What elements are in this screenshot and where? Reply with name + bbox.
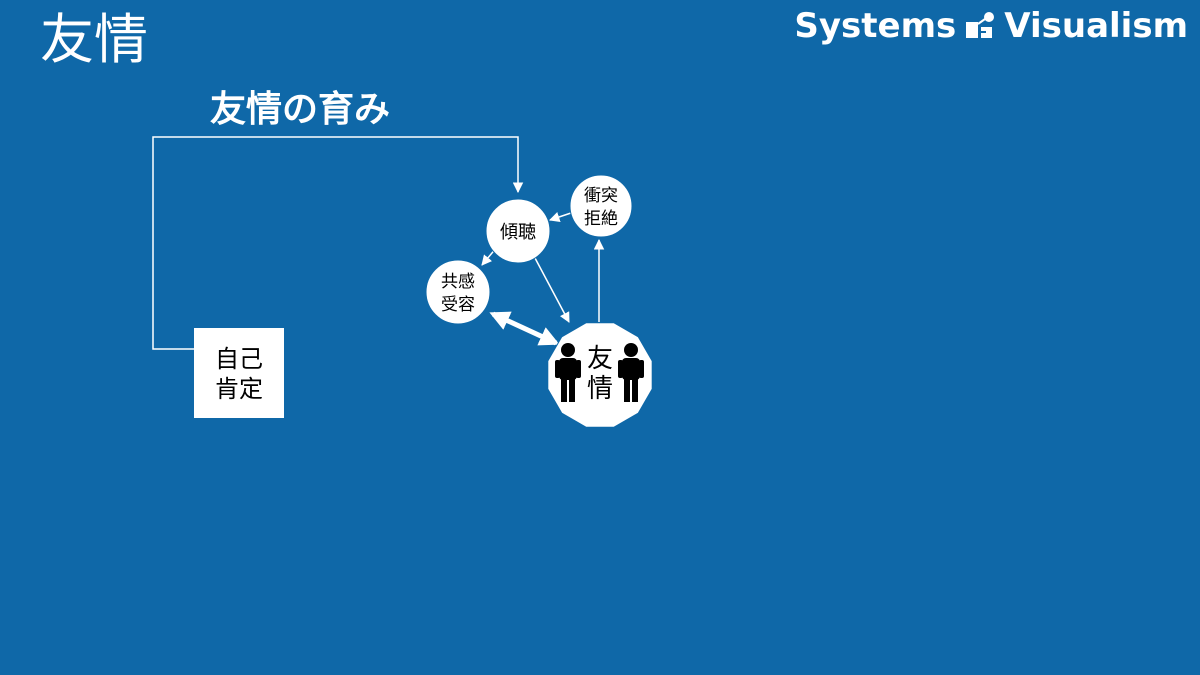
node-empathy-line2: 受容 (441, 295, 475, 315)
arrow-listening-to-friendship (534, 257, 570, 323)
diagram-subtitle: 友情の育み (210, 89, 391, 130)
node-listening-label: 傾聴 (500, 222, 536, 243)
brand-name-right: Visualism (1004, 6, 1188, 46)
page-title: 友情 (40, 8, 148, 71)
node-conflict-line2: 拒絶 (584, 209, 618, 229)
node-self-affirmation-line1: 自己 (215, 345, 263, 373)
node-empathy-line1: 共感 (441, 272, 475, 292)
node-friendship: 友 情 (547, 322, 653, 428)
node-friendship-line2: 情 (587, 374, 613, 404)
node-empathy: 共感 受容 (425, 259, 491, 325)
arrow-empathy-friendship-bidirectional (489, 311, 560, 346)
node-self-affirmation: 自己 肯定 (194, 328, 284, 418)
arrow-self-affirmation-to-listening (152, 136, 524, 350)
node-self-affirmation-line2: 肯定 (215, 375, 263, 403)
person-left-icon (555, 343, 581, 402)
node-friendship-line1: 友 (587, 344, 613, 374)
person-right-icon (618, 343, 644, 402)
systems-visualism-logo-icon (966, 12, 995, 38)
node-conflict-line1: 衝突 (584, 186, 618, 206)
arrow-conflict-to-listening (549, 212, 572, 222)
brand-logo: Systems Visualism (794, 6, 1188, 46)
brand-name-left: Systems (794, 6, 957, 46)
node-listening: 傾聴 (485, 198, 551, 264)
node-conflict: 衝突 拒絶 (569, 174, 633, 238)
